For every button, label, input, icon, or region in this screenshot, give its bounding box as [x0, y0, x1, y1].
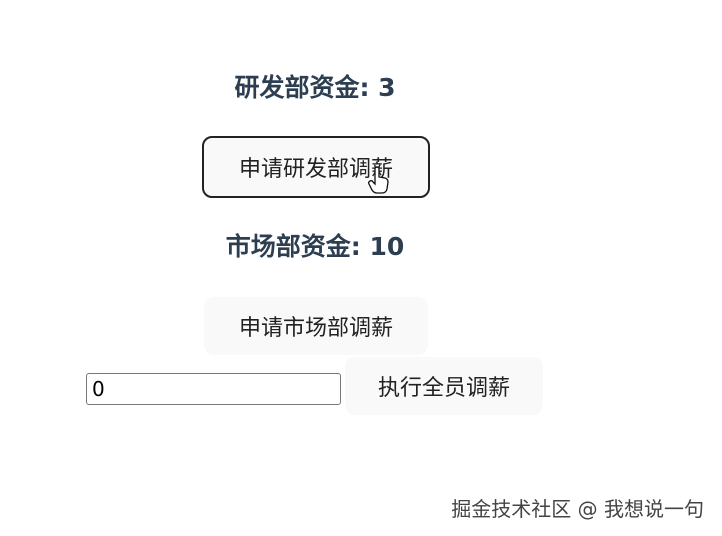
rd-raise-button[interactable]: 申请研发部调薪 [202, 136, 430, 198]
execute-all-raise-button[interactable]: 执行全员调薪 [345, 357, 543, 415]
market-funds-heading: 市场部资金: 10 [225, 232, 405, 261]
raise-amount-input[interactable] [86, 373, 341, 405]
watermark: 掘金技术社区 @ 我想说一句 [451, 497, 704, 521]
market-raise-button[interactable]: 申请市场部调薪 [204, 297, 428, 355]
rd-funds-heading: 研发部资金: 3 [234, 73, 396, 102]
